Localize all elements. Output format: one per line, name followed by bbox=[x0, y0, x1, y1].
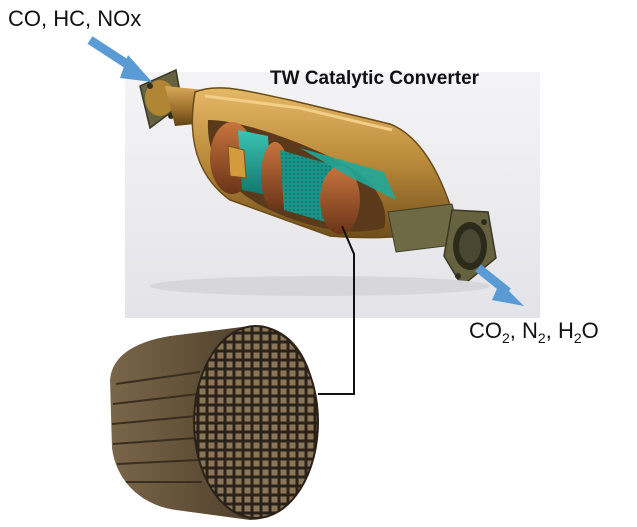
n2-base: N bbox=[522, 318, 538, 343]
separator-1: , bbox=[509, 318, 523, 343]
input-arrow bbox=[87, 36, 152, 82]
honeycomb-monolith bbox=[110, 325, 319, 520]
floor-shadow bbox=[150, 276, 490, 296]
separator-2: , bbox=[545, 318, 558, 343]
diagram-title: TW Catalytic Converter bbox=[270, 68, 480, 89]
output-gases-label: CO2, N2, H2O bbox=[469, 318, 599, 346]
output-arrow bbox=[475, 264, 524, 306]
copper-end-cap bbox=[320, 166, 360, 234]
bracket-detail bbox=[227, 145, 247, 179]
shell-highlight bbox=[204, 94, 393, 132]
h2o-suffix: O bbox=[581, 318, 599, 343]
input-gases-label: CO, HC, NOx bbox=[8, 6, 142, 31]
h2o-prefix: H bbox=[557, 318, 574, 343]
n2-subscript: 2 bbox=[537, 330, 546, 346]
teal-lining bbox=[300, 148, 396, 200]
co2-base: CO bbox=[469, 318, 502, 343]
co2-subscript: 2 bbox=[502, 330, 510, 346]
leader-line bbox=[318, 225, 355, 395]
h2o-subscript: 2 bbox=[573, 330, 582, 346]
